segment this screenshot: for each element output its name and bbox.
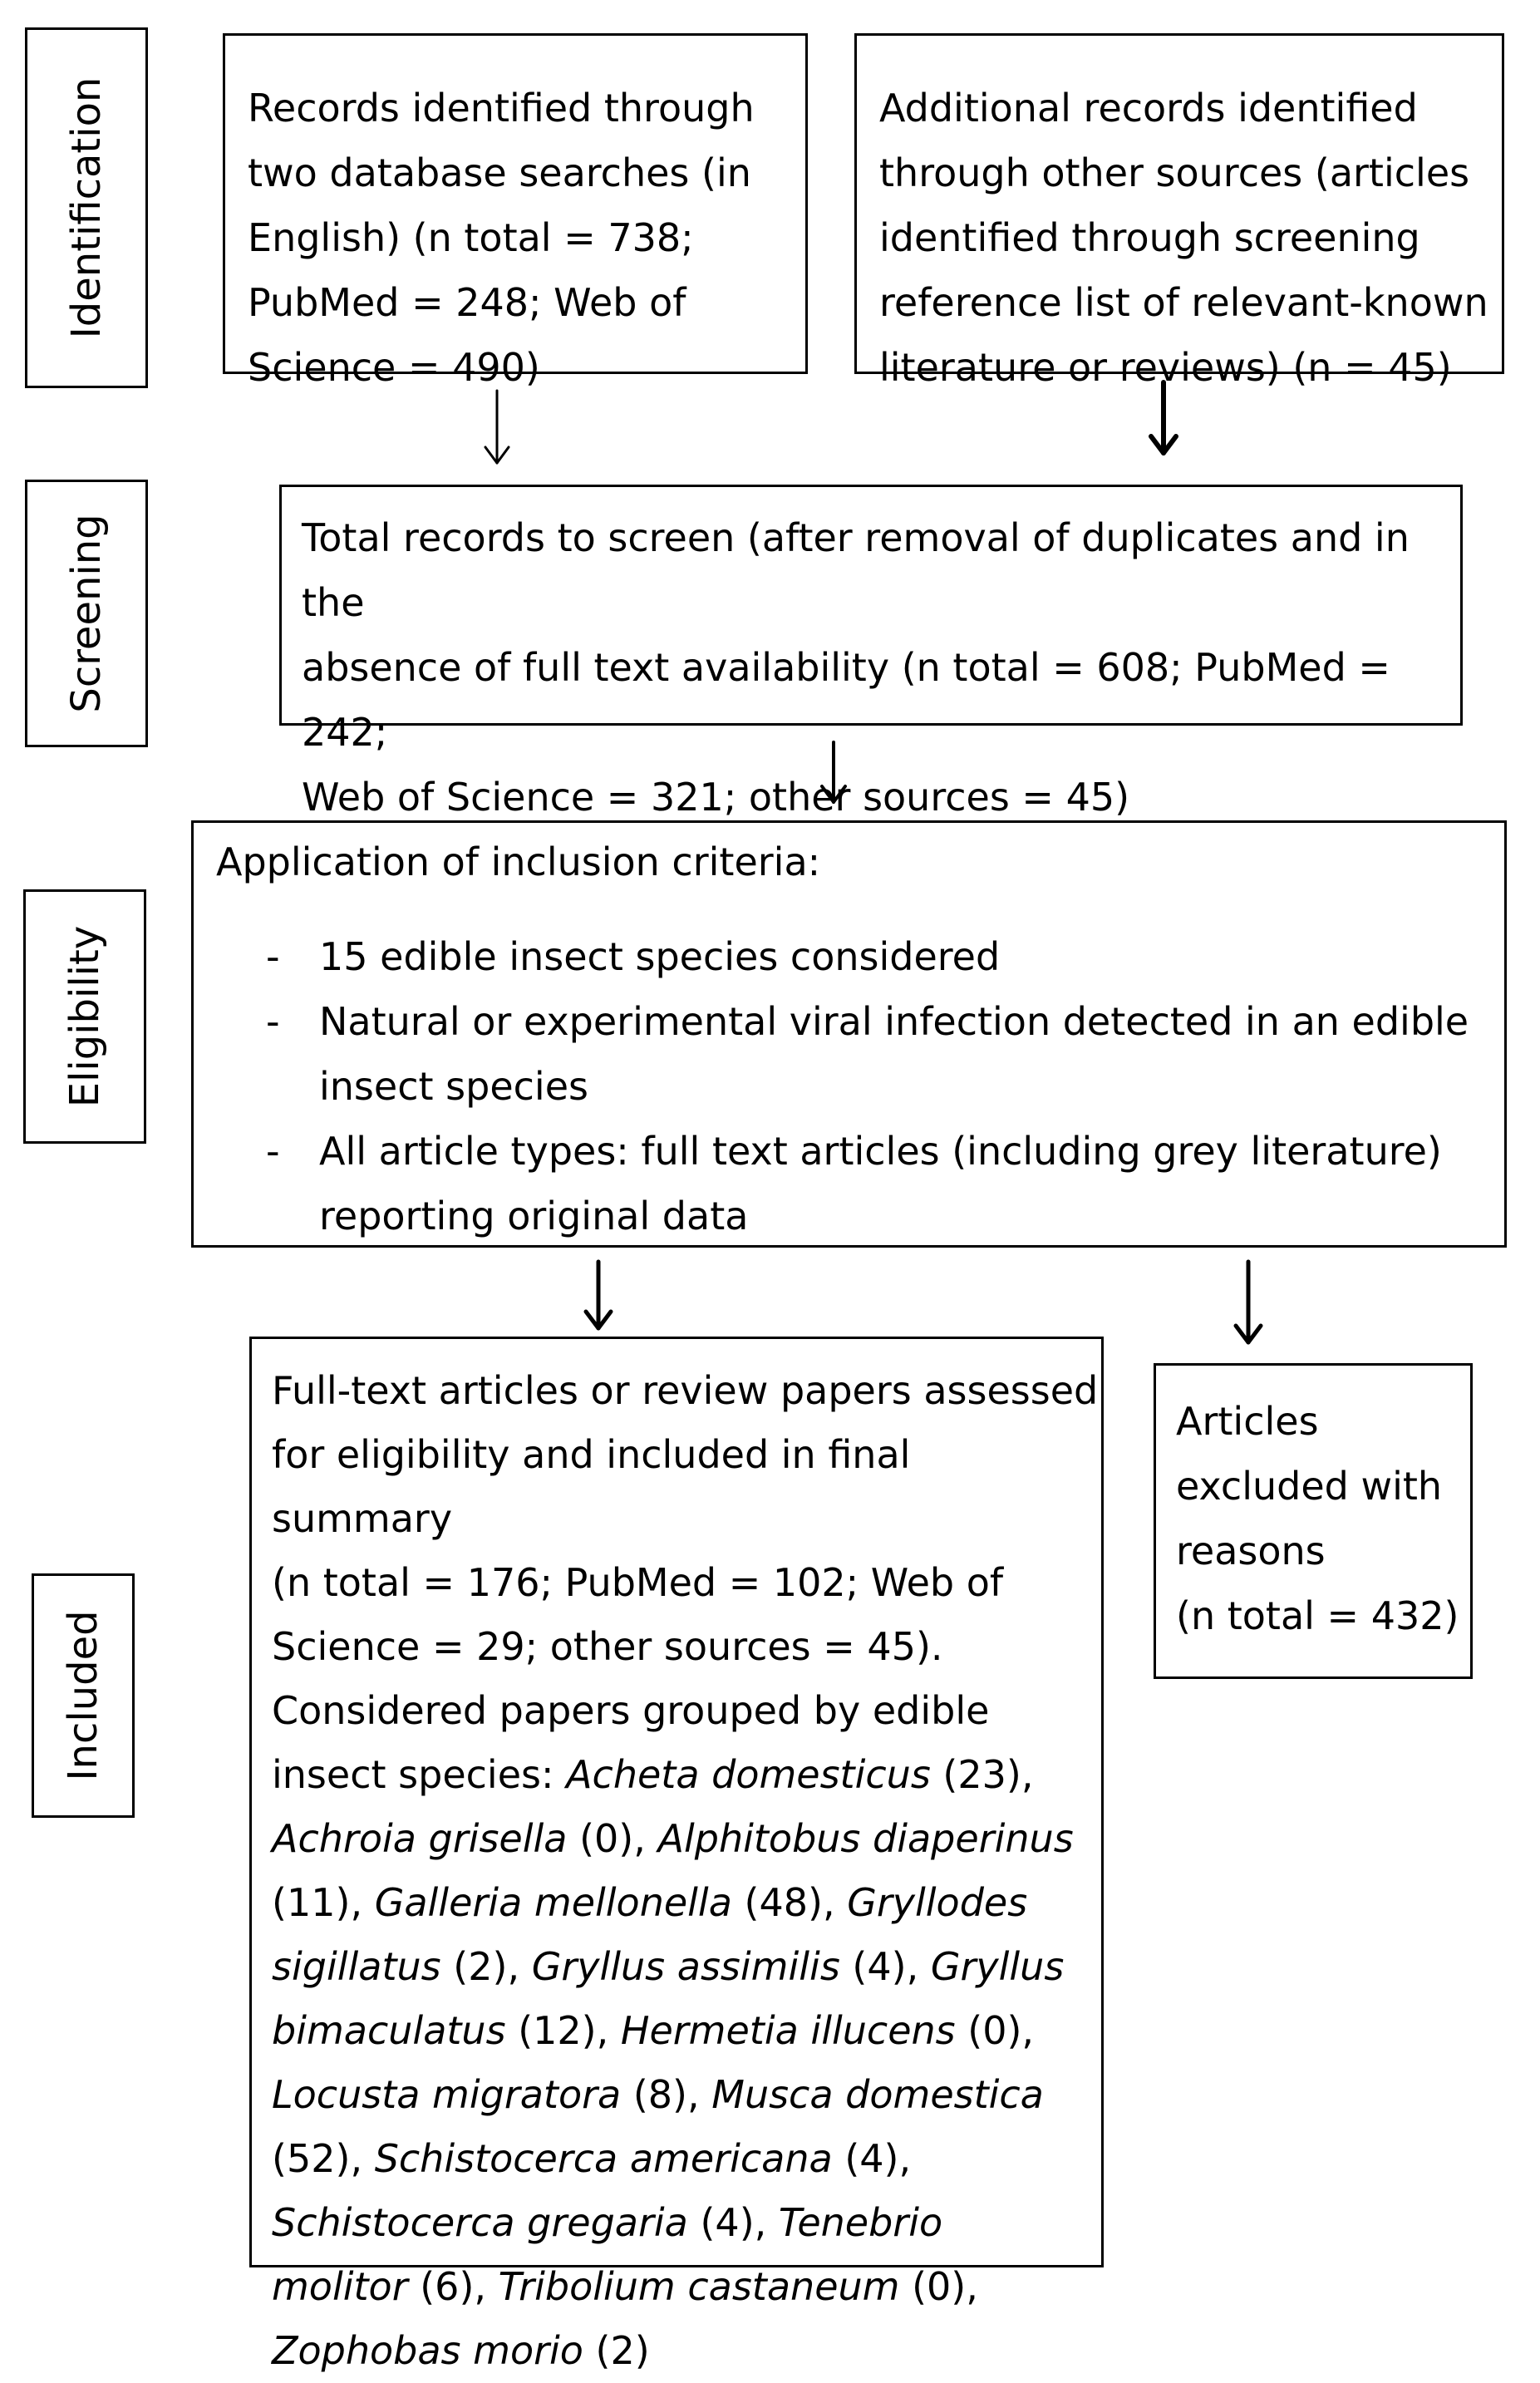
box-line: Records identified through — [248, 86, 755, 130]
eligibility-box: Application of inclusion criteria: 15 ed… — [191, 820, 1507, 1248]
species-entry: Galleria mellonella (48), — [374, 1880, 835, 1925]
eligibility-heading: Application of inclusion criteria: — [216, 839, 821, 884]
species-name: Gryllodes sigillatus — [272, 1880, 1028, 1989]
box-line: (n total = 432) — [1176, 1593, 1459, 1638]
species-entry: Achroia grisella (0), — [272, 1816, 646, 1861]
species-count: (52) — [272, 2136, 351, 2181]
species-entry: Gryllodes sigillatus (2), — [272, 1880, 1028, 1989]
stage-eligibility: Eligibility — [23, 889, 146, 1144]
species-count: (23) — [942, 1752, 1021, 1797]
species-name: Zophobas morio — [272, 2328, 583, 2373]
box-line: Full-text articles or review papers asse… — [272, 1368, 1099, 1413]
species-count: (4) — [844, 2136, 899, 2181]
box-line: through other sources (articles — [879, 150, 1470, 195]
species-entry: Gryllus assimilis (4), — [531, 1944, 919, 1989]
included-box: Full-text articles or review papers asse… — [249, 1337, 1104, 2373]
box-line: Science = 490) — [248, 345, 540, 390]
species-count: (2) — [595, 2328, 650, 2373]
box-line: Additional records identified — [879, 86, 1418, 130]
stage-included: Included — [32, 1573, 135, 1818]
species-count: (0) — [579, 1816, 634, 1861]
species-entry: Schistocerca americana (4), — [374, 2136, 912, 2181]
species-count: (11) — [272, 1880, 351, 1925]
stage-screening: Screening — [25, 480, 148, 747]
species-count: (4) — [852, 1944, 907, 1989]
stage-identification: Identification — [25, 27, 148, 388]
species-count: (12) — [518, 2008, 597, 2053]
excluded-box: Articles excluded with reasons (n total … — [1154, 1363, 1473, 1679]
species-count: (2) — [453, 1944, 508, 1989]
arrow-down-icon — [820, 741, 847, 804]
arrow-down-icon — [1233, 1259, 1263, 1345]
box-line: Science = 29; other sources = 45). — [272, 1624, 943, 1669]
box-line: (n total = 176; PubMed = 102; Web of — [272, 1560, 1004, 1605]
criteria-item: 15 edible insect species considered — [216, 924, 1504, 989]
flow-arrows — [484, 380, 1263, 1345]
box-line: identified through screening — [879, 215, 1420, 260]
species-name: Gryllus assimilis — [531, 1944, 840, 1989]
species-count: (4) — [700, 2200, 755, 2245]
box-line: Total records to screen (after removal o… — [302, 515, 1410, 625]
species-name: Galleria mellonella — [374, 1880, 732, 1925]
species-name: Alphitobus diaperinus — [657, 1816, 1074, 1861]
box-line: excluded with — [1176, 1464, 1443, 1509]
criteria-item: Natural or experimental viral infection … — [216, 989, 1540, 1119]
box-line: absence of full text availability (n tot… — [302, 645, 1390, 755]
species-entry: Schistocerca gregaria (4), — [272, 2200, 767, 2245]
arrow-down-icon — [484, 389, 510, 465]
box-line: two database searches (in — [248, 150, 751, 195]
identification-database-box: Records identified through two database … — [223, 33, 808, 390]
species-count: (48) — [744, 1880, 823, 1925]
species-entry: Acheta domesticus (23), — [566, 1752, 1034, 1797]
species-name: Achroia grisella — [272, 1816, 568, 1861]
species-entry: Musca domestica (52), — [272, 2072, 1044, 2181]
species-entry: Alphitobus diaperinus (11), — [272, 1816, 1074, 1925]
screening-box: Total records to screen (after removal o… — [279, 485, 1463, 820]
species-entry: Zophobas morio (2) — [272, 2328, 650, 2373]
species-name: Gryllus bimaculatus — [272, 1944, 1065, 2053]
box-line: PubMed = 248; Web of — [248, 280, 686, 325]
species-name: Locusta migratora — [272, 2072, 622, 2117]
species-entry: Gryllus bimaculatus (12), — [272, 1944, 1065, 2053]
box-line: reference list of relevant-known — [879, 280, 1488, 325]
species-count: (8) — [632, 2072, 687, 2117]
species-name: Schistocerca gregaria — [272, 2200, 688, 2245]
box-line: Articles — [1176, 1399, 1319, 1444]
criteria-list: 15 edible insect species considered Natu… — [216, 924, 1504, 1248]
species-intro: Considered papers grouped by edible inse… — [272, 1688, 990, 1797]
species-entry: Hermetia illucens (0), — [620, 2008, 1035, 2053]
box-line: for eligibility and included in final su… — [272, 1432, 911, 1541]
criteria-item: All article types: full text articles (i… — [216, 1119, 1540, 1248]
species-count: (0) — [967, 2008, 1022, 2053]
arrow-down-icon — [1149, 380, 1178, 455]
arrow-down-icon — [583, 1259, 613, 1331]
box-line: Web of Science = 321; other sources = 45… — [302, 775, 1130, 820]
species-name: Acheta domesticus — [566, 1752, 931, 1797]
species-name: Hermetia illucens — [620, 2008, 956, 2053]
box-line: English) (n total = 738; — [248, 215, 694, 260]
box-line: reasons — [1176, 1529, 1326, 1573]
species-name: Musca domestica — [711, 2072, 1044, 2117]
species-name: Schistocerca americana — [374, 2136, 833, 2181]
identification-other-sources-box: Additional records identified through ot… — [854, 33, 1504, 390]
species-entry: Locusta migratora (8), — [272, 2072, 700, 2117]
